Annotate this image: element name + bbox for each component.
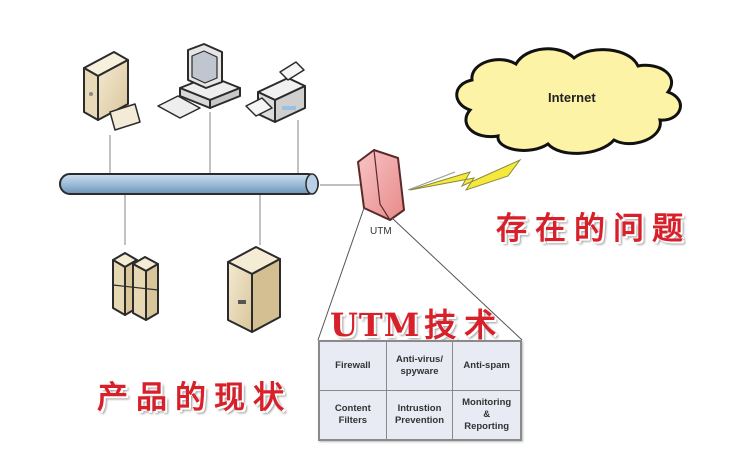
utm-technology-heading-latin: UTM — [330, 306, 421, 344]
server-cluster-icon — [112, 252, 159, 321]
feature-cell-monitoring-reporting: Monitoring & Reporting — [462, 396, 512, 432]
server-tower-icon — [83, 51, 141, 131]
utm-technology-heading-cn: 技术 — [424, 306, 505, 344]
internet-label: Internet — [548, 90, 596, 105]
printer-icon — [245, 61, 306, 123]
product-status-heading: 产品的现状 — [97, 380, 292, 416]
internet-cloud-icon — [455, 47, 682, 155]
lightning-bolt-icon — [409, 158, 522, 191]
feature-cell-antispam: Anti-spam — [453, 342, 520, 391]
utm-firewall-icon — [357, 149, 405, 221]
feature-cell-content-filters: Content Filters — [320, 390, 387, 439]
feature-cell-intrusion-prevention: Intrustion Prevention — [387, 390, 454, 439]
utm-callout-lines — [317, 207, 523, 341]
feature-cell-firewall: Firewall — [320, 342, 387, 391]
existing-problems-heading: 存在的问题 — [496, 211, 691, 247]
connector-lines — [109, 112, 456, 245]
server-cabinet-icon — [227, 246, 281, 333]
utm-feature-grid: Firewall Anti-virus/ spyware Anti-spam C… — [318, 340, 522, 441]
feature-cell-antivirus: Anti-virus/ spyware — [386, 342, 454, 391]
utm-device-label: UTM — [370, 226, 392, 237]
network-bus — [59, 173, 319, 195]
desktop-computer-icon — [157, 43, 241, 119]
